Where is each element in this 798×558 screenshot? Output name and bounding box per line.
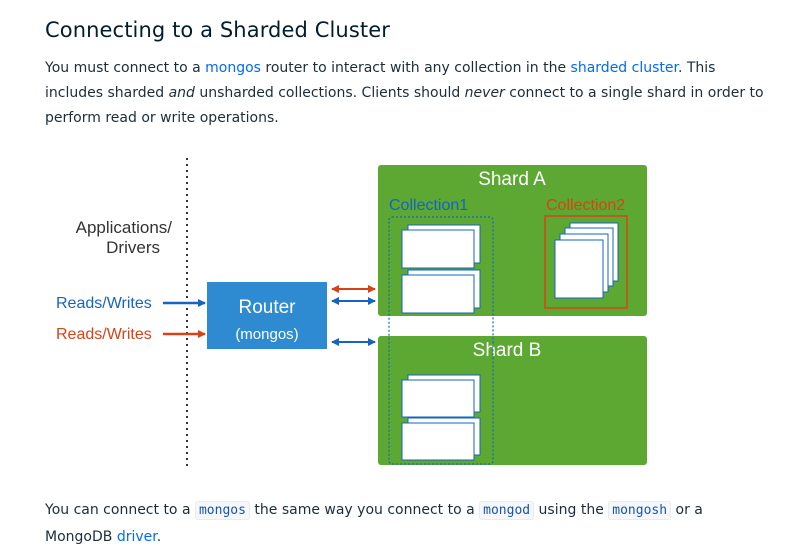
outro-text: . (156, 529, 162, 545)
intro-paragraph: You must connect to a mongos router to i… (45, 56, 765, 131)
emphasis-never: never (464, 85, 505, 101)
collection2-label: Collection2 (546, 197, 625, 214)
reads-writes-label-orange: Reads/Writes (56, 326, 152, 343)
shard-b-label: Shard B (473, 340, 542, 361)
mongos-link[interactable]: mongos (205, 60, 261, 76)
code-mongod: mongod (479, 501, 535, 520)
collection2-docs (554, 222, 619, 299)
collection1-docs-shard-b (401, 374, 481, 461)
apps-label-line1: Applications/ (76, 218, 173, 237)
intro-text: unsharded collections. Clients should (194, 85, 465, 101)
collection2-border (544, 215, 628, 309)
shard-a-label: Shard A (478, 169, 546, 190)
intro-text: . This includes sharded (45, 60, 716, 101)
page-title: Connecting to a Sharded Cluster (45, 18, 390, 42)
router-sub-label: (mongos) (235, 326, 298, 343)
code-mongos: mongos (194, 501, 250, 520)
emphasis-and: and (168, 85, 195, 101)
collection1-label: Collection1 (389, 197, 468, 214)
outro-text: or a MongoDB (45, 502, 703, 545)
outro-text: the same way you connect to a (249, 502, 480, 518)
driver-link[interactable]: driver (116, 529, 157, 545)
intro-text: router to interact with any collection i… (260, 60, 571, 76)
router-box (207, 282, 327, 349)
apps-label-line2: Drivers (106, 238, 160, 257)
outro-text: using the (534, 502, 609, 518)
collection1-border (388, 216, 494, 465)
outro-text: You can connect to a (45, 502, 195, 518)
sharded-cluster-link[interactable]: sharded cluster (570, 60, 678, 76)
intro-text: connect to a single shard in order to pe… (45, 85, 764, 126)
code-mongosh: mongosh (608, 501, 672, 520)
collection1-docs-shard-a (401, 224, 481, 314)
sharded-cluster-diagram: Applications/ Drivers Reads/Writes Reads… (56, 158, 647, 470)
reads-writes-label-blue: Reads/Writes (56, 295, 152, 312)
intro-text: You must connect to a (45, 60, 206, 76)
router-label: Router (238, 297, 296, 318)
outro-paragraph: You can connect to a mongos the same way… (45, 497, 765, 550)
